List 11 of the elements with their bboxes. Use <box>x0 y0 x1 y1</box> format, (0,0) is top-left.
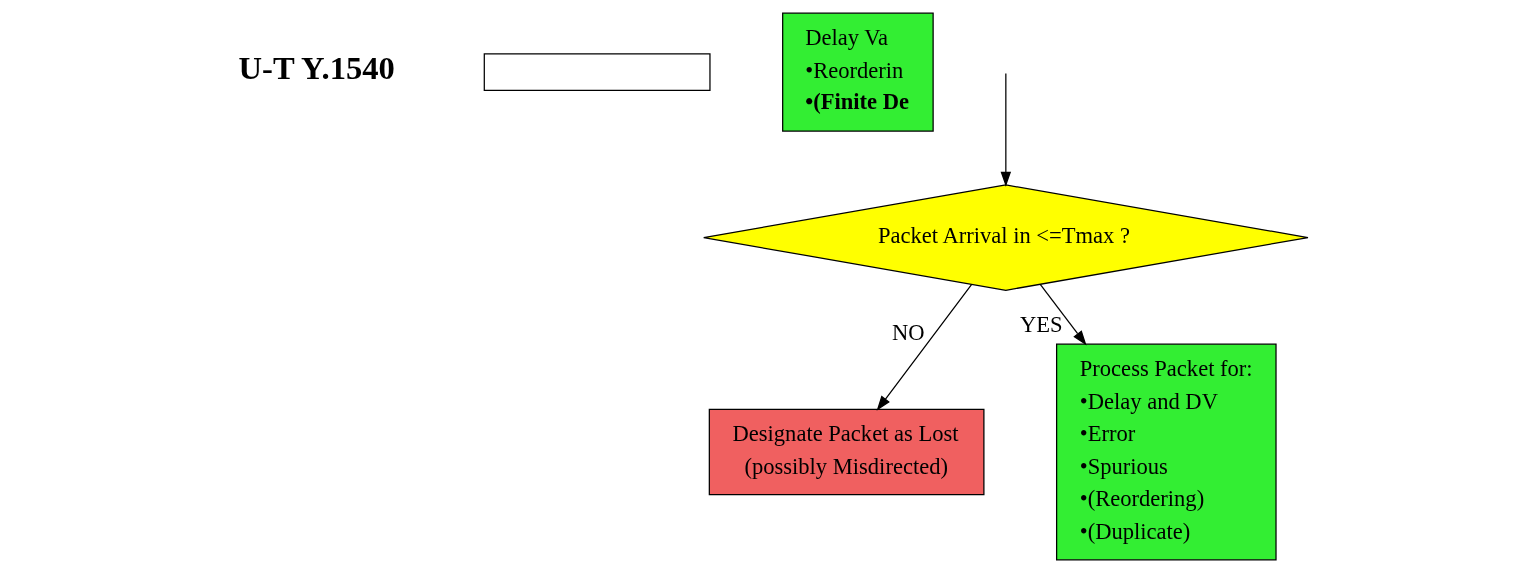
arrow <box>1000 72 1011 187</box>
node-box: Designate Packet as Lost (possibly Misdirected) <box>708 408 985 496</box>
arrow <box>1039 283 1087 346</box>
node-box: Delay Va •Reorderin •(Finite De <box>781 12 934 132</box>
node-box: Process Packet for: •Delay and DV •Error •Spurious •(Reordering) •(Duplicate) <box>1055 343 1277 561</box>
node-box <box>483 53 711 91</box>
edge-label: NO <box>891 319 925 345</box>
edge-label: YES <box>1019 311 1063 337</box>
arrow <box>876 283 972 411</box>
node-diamond: Packet Arrival in <=Tmax ? <box>702 184 1309 291</box>
label: U-T Y.1540 <box>238 49 395 86</box>
